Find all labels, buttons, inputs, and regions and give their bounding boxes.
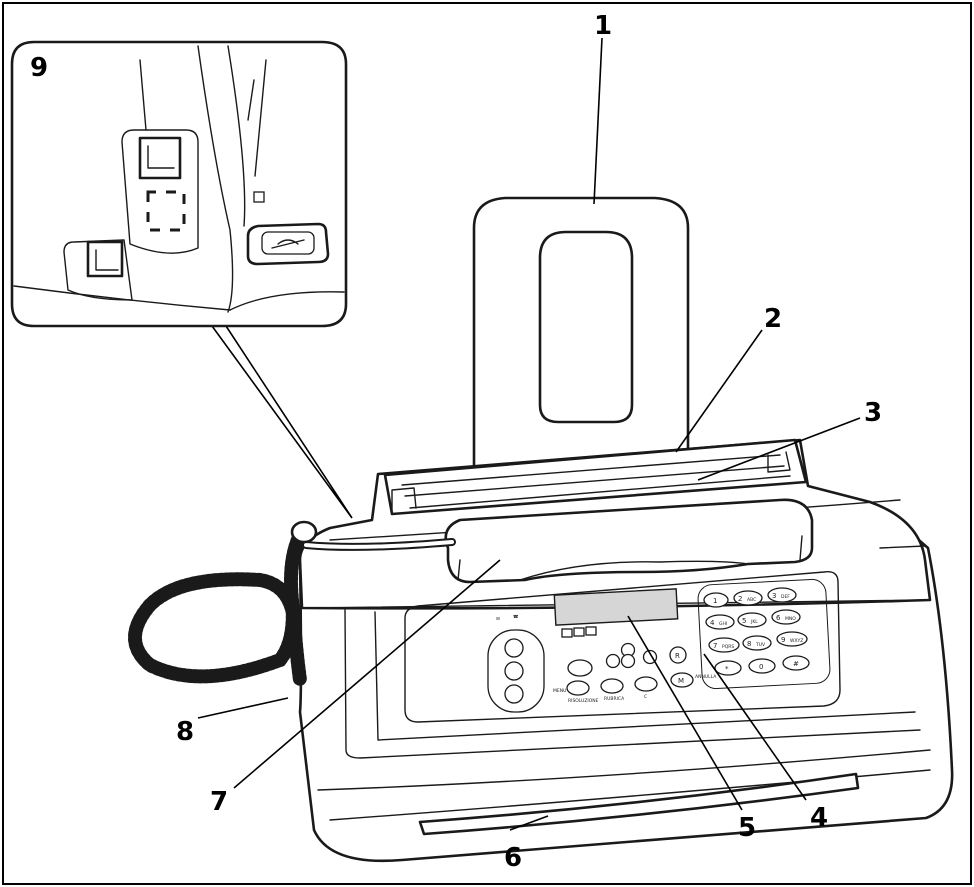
keypad-key-5-letters: JKL <box>750 619 758 625</box>
keypad-key-0-label: 0 <box>759 663 763 671</box>
keypad-key-9-label: 9 <box>781 636 785 644</box>
keypad-key-1[interactable] <box>703 592 729 608</box>
callout-numbers: 1 2 3 4 5 6 7 8 9 <box>30 11 882 873</box>
callout-9: 9 <box>30 53 48 83</box>
line-jack <box>138 136 182 180</box>
keypad-key-4[interactable] <box>705 614 735 630</box>
control-panel: ⊟ ☎ R M MENU ANNULLA RISOLUZIONE RUBRICA… <box>404 571 841 723</box>
start-key[interactable] <box>504 661 524 681</box>
indicator-mark-a: ⊟ <box>496 617 500 622</box>
keypad-key-3[interactable] <box>767 587 797 603</box>
numeric-keypad: 1 2 ABC 3 DEF 4 GHI 5 JKL 6 MNO 7 PQRS 8… <box>703 587 810 676</box>
keypad-key-8[interactable] <box>742 635 772 651</box>
callout-3: 3 <box>864 398 882 428</box>
keypad-key-star[interactable] <box>714 660 742 676</box>
mode-icon-3 <box>585 626 597 636</box>
phonebook-key[interactable] <box>600 678 624 694</box>
keypad-key-6-label: 6 <box>776 614 781 622</box>
keypad-key-5-label: 5 <box>742 617 746 625</box>
keypad-key-8-label: 8 <box>747 640 751 648</box>
keypad-key-star-label: * <box>725 665 729 673</box>
nav-left-key[interactable] <box>605 653 621 669</box>
copy-key[interactable] <box>567 659 593 677</box>
handset <box>444 498 814 584</box>
r-key-label: R <box>675 652 680 660</box>
resolution-caption: RISOLUZIONE <box>568 698 599 704</box>
keypad-key-9-letters: WXYZ <box>790 638 803 644</box>
keypad-key-7[interactable] <box>708 637 740 653</box>
keypad-key-2[interactable] <box>733 590 763 606</box>
lcd-display <box>553 588 679 626</box>
m-key[interactable] <box>670 672 694 688</box>
keypad-key-hash-label: # <box>793 660 799 668</box>
callout-2: 2 <box>764 304 782 334</box>
callout-6: 6 <box>504 843 522 873</box>
callout-5: 5 <box>738 813 756 843</box>
keypad-key-hash[interactable] <box>782 655 810 671</box>
keypad-key-8-letters: TUV <box>755 642 766 648</box>
clear-key[interactable] <box>634 676 658 692</box>
indicator-mark-b: ☎ <box>513 614 519 620</box>
keypad-key-6[interactable] <box>771 609 801 625</box>
extension-port-marker <box>146 190 186 232</box>
keypad-key-2-label: 2 <box>738 595 742 603</box>
r-key[interactable] <box>669 646 687 664</box>
phonebook-caption: RUBRICA <box>604 696 625 702</box>
keypad-key-5[interactable] <box>737 612 767 628</box>
keypad-area <box>697 578 831 690</box>
menu-caption: ANNULLA <box>695 674 717 680</box>
stop-key[interactable] <box>504 638 524 658</box>
keypad-key-4-label: 4 <box>710 619 715 627</box>
keypad-key-3-label: 3 <box>772 592 776 600</box>
coiled-cord <box>128 520 456 687</box>
nav-down-key[interactable] <box>620 653 636 669</box>
clear-caption: C <box>644 694 647 700</box>
keypad-key-0[interactable] <box>748 658 776 674</box>
connector-inset <box>10 40 353 519</box>
resolution-key[interactable] <box>566 680 590 696</box>
keypad-key-1-label: 1 <box>713 597 717 605</box>
keypad-key-3-letters: DEF <box>781 594 790 600</box>
callout-8: 8 <box>176 717 194 747</box>
keypad-key-2-letters: ABC <box>747 597 756 603</box>
keypad-key-6-letters: MNO <box>785 616 796 622</box>
callout-7: 7 <box>210 787 228 817</box>
callout-1: 1 <box>594 11 612 41</box>
tel-jack <box>86 240 124 278</box>
menu-side-label: MENU <box>553 688 566 694</box>
mode-icon-2 <box>573 627 585 637</box>
callout-4: 4 <box>810 803 828 833</box>
power-socket-inner <box>261 231 315 255</box>
m-key-label: M <box>678 677 684 685</box>
speaker-key[interactable] <box>504 684 524 704</box>
keypad-key-7-label: 7 <box>713 642 717 650</box>
keypad-key-7-letters: PQRS <box>722 644 734 650</box>
leader-lines <box>197 37 861 831</box>
keypad-key-4-letters: GHI <box>719 621 727 627</box>
mode-icon-1 <box>561 628 573 638</box>
inset-small-square <box>253 191 265 203</box>
keypad-key-9[interactable] <box>776 631 808 647</box>
paper-support <box>472 196 690 482</box>
